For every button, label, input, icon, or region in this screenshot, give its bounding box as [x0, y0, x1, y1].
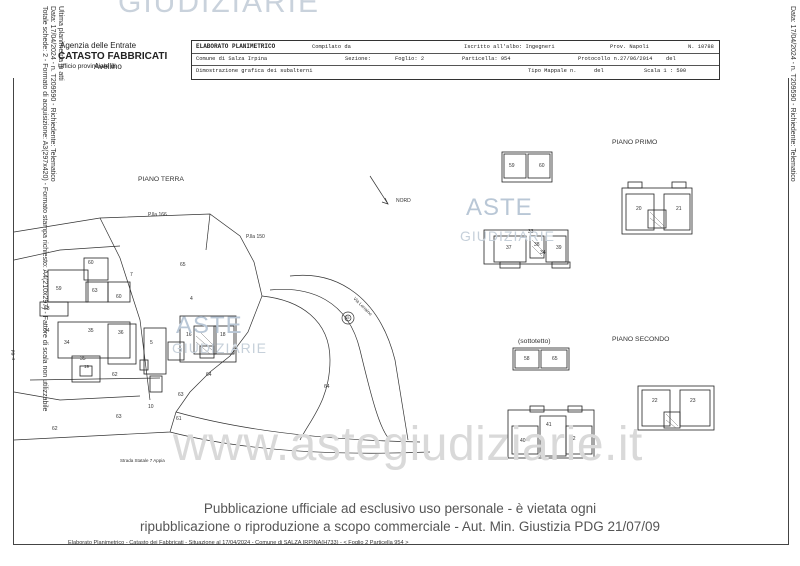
sub-label: 60: [116, 294, 122, 300]
sub-label: 34: [44, 328, 50, 334]
sub-label: 62: [52, 426, 58, 432]
header-proto-date: 27/06/2014: [620, 56, 653, 62]
site-watermark: www.astegiudiziarie.it: [173, 418, 643, 471]
sub-label: 22: [652, 398, 658, 404]
header-sezione: Sezione:: [345, 56, 371, 62]
disclaimer-line-1: Pubblicazione ufficiale ad esclusivo uso…: [203, 501, 597, 516]
header-comune: Comune di Salza Irpina: [196, 56, 268, 62]
sub-label: 35: [80, 356, 86, 362]
agency-office-prefix: Ufficio provinciale di: [58, 63, 116, 70]
sub-label: 35: [88, 328, 94, 334]
sub-label: 61: [176, 416, 182, 422]
sub-label: 65: [552, 356, 558, 362]
sub-label: 20: [636, 206, 642, 212]
sub-label: 21: [676, 206, 682, 212]
sub-label: 64: [206, 372, 212, 378]
sub-label: 60: [88, 260, 94, 266]
sub-label: 39: [556, 245, 562, 251]
sub-label: 7: [130, 272, 133, 278]
giudiziarie-watermark-2: GIUDIZIARIE: [172, 340, 268, 356]
sub-label: 42: [570, 436, 576, 442]
agency-office-city: Avellino: [94, 62, 122, 71]
header-prov: Prov. Napoli: [610, 44, 649, 50]
sub-label: 58: [44, 306, 50, 312]
header-title: ELABORATO PLANIMETRICO: [196, 43, 276, 50]
sub-label: 41: [546, 422, 552, 428]
sub-label: 59: [509, 163, 515, 169]
header-del2: del: [594, 68, 604, 74]
label-plla-166: P.lla 166: [148, 212, 167, 218]
header-iscritto: Iscritto all'albo: Ingegneri: [464, 44, 555, 50]
label-piano-secondo: PIANO SECONDO: [612, 336, 670, 343]
drawing-frame: [13, 78, 789, 545]
sub-label: 23: [690, 398, 696, 404]
sub-label: 58: [524, 356, 530, 362]
sub-label: 5: [150, 340, 153, 346]
sub-label: 40: [520, 438, 526, 444]
agency-name: Agenzia delle Entrate: [60, 41, 137, 50]
sub-label: 45: [345, 315, 350, 320]
sub-label: 16: [186, 332, 192, 338]
sub-label: 37: [506, 245, 512, 251]
header-particella: Particella: 954: [462, 56, 511, 62]
aste-watermark-1: ASTE: [466, 194, 533, 221]
sub-label: 60: [539, 163, 545, 169]
label-plla-150: P.lla 150: [246, 234, 265, 240]
sub-label: 4: [190, 296, 193, 302]
label-piano-primo: PIANO PRIMO: [612, 139, 658, 146]
footer-note: Elaborato Planimetrico - Catasto dei Fab…: [68, 540, 409, 546]
header-table: ELABORATO PLANIMETRICO Compilato da Iscr…: [191, 40, 720, 80]
disclaimer-line-2: ripubblicazione o riproduzione a scopo c…: [139, 519, 660, 534]
header-numero: N. 10788: [688, 44, 714, 50]
header-dimostrazione: Dimostrazione grafica dei subalterni: [196, 68, 313, 74]
sub-label: 65: [180, 262, 186, 268]
sub-label: 59: [56, 286, 62, 292]
sub-label: 34: [540, 250, 546, 256]
sub-label: 18: [220, 332, 226, 338]
header-del1: del: [666, 56, 676, 62]
sub-label: 10: [148, 404, 154, 410]
sub-label: 34: [64, 340, 70, 346]
sub-label: 62: [112, 372, 118, 378]
sub-label: 63: [116, 414, 122, 420]
label-nord: NORD: [396, 198, 411, 204]
giudiziarie-watermark-1: GIUDIZIARIE: [460, 228, 556, 244]
header-tipo-mappale: Tipo Mappale n.: [528, 68, 577, 74]
watermark-top: GIUDIZIARIE: [118, 0, 321, 19]
sub-label: 33: [528, 229, 534, 235]
sub-label: 63: [92, 288, 98, 294]
aste-watermark-2: ASTE: [176, 312, 243, 339]
sub-label: 36: [118, 330, 124, 336]
label-pg: pg. 4: [11, 350, 16, 361]
label-piano-terra: PIANO TERRA: [138, 176, 184, 183]
label-strada: Strada Statale 7 Appia: [120, 458, 165, 463]
sub-label: 63: [178, 392, 184, 398]
sub-label: 19: [84, 364, 90, 369]
header-protocollo: Protocollo n.: [578, 56, 621, 62]
header-compilato: Compilato da: [312, 44, 351, 50]
header-scala: Scala 1 : 500: [644, 68, 687, 74]
agency-dept: CATASTO FABBRICATI: [58, 51, 168, 62]
sub-label: 64: [324, 384, 330, 390]
label-sottotetto: (sottotetto): [518, 338, 551, 345]
sub-label: 38: [534, 242, 540, 248]
header-foglio: Foglio: 2: [395, 56, 425, 62]
